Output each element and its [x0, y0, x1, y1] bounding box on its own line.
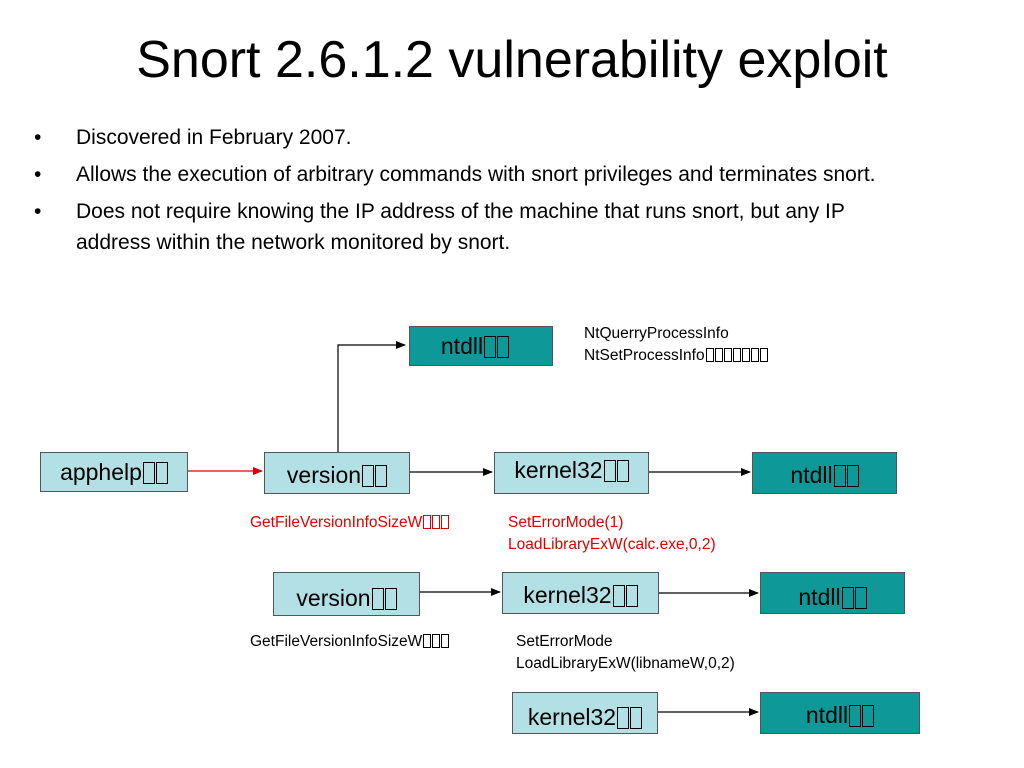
missing-glyph-icon — [441, 515, 450, 529]
version-label-row2: version — [296, 585, 371, 611]
missing-glyph-icon — [375, 465, 388, 487]
missing-glyph-icon — [423, 634, 432, 648]
missing-glyph-icon — [432, 515, 441, 529]
missing-glyph-icon — [441, 634, 450, 648]
ntdll-label-row1: ntdll — [790, 462, 833, 488]
kernel32-box-row2: kernel32 — [502, 572, 659, 614]
missing-glyph-icon — [630, 707, 643, 729]
annotation-row1-line1: SetErrorMode(1) — [508, 514, 624, 531]
missing-glyph-icon — [155, 462, 168, 484]
missing-glyph-icon — [759, 348, 768, 362]
missing-glyph-icon — [854, 587, 867, 609]
missing-glyph-icon — [384, 588, 397, 610]
kernel32-box-row1: kernel32 — [494, 452, 649, 494]
ntdll-label-row3: ntdll — [805, 702, 849, 728]
kernel32-label-row3: kernel32 — [527, 704, 617, 730]
missing-glyph-icon — [362, 465, 375, 487]
bullet-text: Allows the execution of arbitrary comman… — [76, 163, 876, 186]
annotation-ntdll-top-line2-text: NtSetProcessInfo — [584, 347, 705, 364]
missing-glyph-icon — [616, 460, 629, 482]
missing-glyph-icon — [603, 460, 616, 482]
missing-glyph-icon — [732, 348, 741, 362]
bullet-item: • Allows the execution of arbitrary comma… — [34, 159, 914, 190]
bullet-marker: • — [34, 200, 42, 223]
missing-glyph-icon — [750, 348, 759, 362]
bullet-text: Does not require knowing the IP address … — [76, 200, 845, 254]
missing-glyph-icon — [705, 348, 714, 362]
ntdll-box-row3: ntdll — [760, 692, 920, 734]
bullet-item: • Does not require knowing the IP address… — [34, 196, 914, 258]
bullet-list: • Discovered in February 2007. • Allows th… — [34, 122, 914, 264]
ntdll-box-row2: ntdll — [760, 572, 905, 614]
arrow-version-to-ntdll-top — [337, 341, 406, 452]
missing-glyph-icon — [423, 515, 432, 529]
version-box-row2: version — [273, 572, 420, 616]
missing-glyph-icon — [497, 336, 510, 358]
version-box-row1: version — [264, 452, 410, 494]
annotation-ntdll-top-line2: NtSetProcessInfo — [584, 346, 768, 366]
bullet-text: Discovered in February 2007. — [76, 126, 352, 149]
annotation-row2-line2: LoadLibraryExW(libnameW,0,2) — [516, 655, 735, 672]
missing-glyph-icon — [846, 465, 859, 487]
annotation-row1-left: GetFileVersionInfoSizeW — [250, 513, 450, 533]
missing-glyph-icon — [841, 587, 854, 609]
missing-glyph-icon — [833, 465, 846, 487]
bullet-marker: • — [34, 126, 42, 149]
ntdll-box-row1: ntdll — [752, 452, 897, 494]
ntdll-label-row2: ntdll — [798, 584, 841, 610]
missing-glyph-icon — [617, 707, 630, 729]
missing-glyph-icon — [862, 705, 875, 727]
ntdll-top-label: ntdll — [440, 333, 484, 359]
annotation-row2-line1: SetErrorMode — [516, 633, 613, 650]
kernel32-label-row2: kernel32 — [523, 582, 612, 608]
missing-glyph-icon — [714, 348, 723, 362]
missing-glyph-icon — [612, 585, 625, 607]
annotation-row1-left-text: GetFileVersionInfoSizeW — [250, 514, 423, 531]
missing-glyph-icon — [371, 588, 384, 610]
version-label-row1: version — [286, 462, 362, 488]
annotation-row1-line2: LoadLibraryExW(calc.exe,0,2) — [508, 536, 716, 553]
slide-title: Snort 2.6.1.2 vulnerability exploit — [136, 31, 888, 89]
kernel32-box-row3: kernel32 — [512, 692, 658, 734]
missing-glyph-icon — [432, 634, 441, 648]
missing-glyph-icon — [142, 462, 155, 484]
missing-glyph-icon — [625, 585, 638, 607]
annotation-ntdll-top-line1: NtQuerryProcessInfo — [584, 325, 729, 342]
missing-glyph-icon — [849, 705, 862, 727]
annotation-row2-left: GetFileVersionInfoSizeW — [250, 632, 450, 652]
missing-glyph-icon — [741, 348, 750, 362]
missing-glyph-icon — [484, 336, 497, 358]
kernel32-label-row1: kernel32 — [514, 457, 603, 483]
ntdll-top-box: ntdll — [409, 326, 553, 366]
bullet-item: • Discovered in February 2007. — [34, 122, 914, 153]
missing-glyph-icon — [723, 348, 732, 362]
apphelp-box: apphelp — [40, 452, 188, 492]
annotation-row2-left-text: GetFileVersionInfoSizeW — [250, 633, 423, 650]
apphelp-label: apphelp — [60, 459, 142, 485]
bullet-marker: • — [34, 163, 42, 186]
